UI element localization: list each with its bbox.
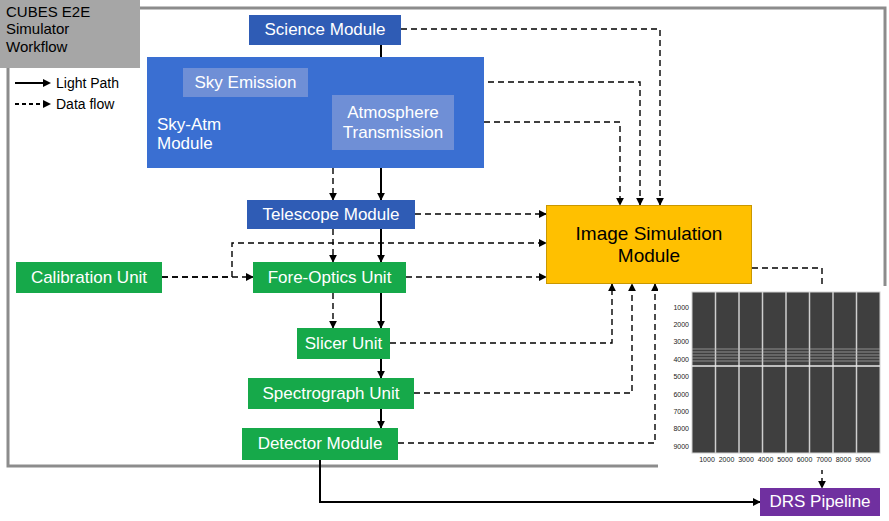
trace-line xyxy=(692,352,880,353)
box-label: CUBES E2E Simulator Workflow xyxy=(6,3,116,55)
slice-line xyxy=(762,292,764,453)
legend-arrow xyxy=(43,100,51,108)
box-label: Slicer Unit xyxy=(305,334,382,354)
y-tick-label: 3000 xyxy=(672,337,690,346)
legend-sample xyxy=(14,78,52,88)
y-tick-label: 4000 xyxy=(672,355,690,364)
trace-line xyxy=(692,365,880,367)
submodule-box: Atmosphere Transmission xyxy=(332,95,454,150)
box-label: Detector Module xyxy=(258,434,383,454)
y-tick-label: 2000 xyxy=(672,320,690,329)
slice-line xyxy=(856,292,858,453)
band-heading: Sky-Atm Module xyxy=(157,115,247,154)
slice-line xyxy=(715,292,717,453)
y-tick-label: 8000 xyxy=(672,424,690,433)
y-tick-label: 6000 xyxy=(672,390,690,399)
x-tick-label: 8000 xyxy=(835,455,853,464)
x-tick-label: 7000 xyxy=(815,455,833,464)
trace-line xyxy=(692,349,880,350)
unit-box: Slicer Unit xyxy=(297,328,390,359)
box-label: Science Module xyxy=(265,20,386,40)
box-label: DRS Pipeline xyxy=(769,492,870,512)
data-flow-arrow xyxy=(398,284,655,443)
y-tick-label: 7000 xyxy=(672,407,690,416)
y-tick-label: 5000 xyxy=(672,372,690,381)
data-flow-arrow xyxy=(332,168,333,200)
slice-line xyxy=(785,292,787,453)
legend-text: Data flow xyxy=(56,96,114,112)
y-tick-label: 1000 xyxy=(672,303,690,312)
legend-arrow xyxy=(43,79,51,87)
data-flow-arrow xyxy=(406,276,546,277)
light-path-arrow xyxy=(380,409,382,428)
module-band: Sky-Atm Module Sky EmissionAtmosphere Tra… xyxy=(147,57,484,168)
data-flow-arrow xyxy=(390,284,612,343)
slice-lines xyxy=(716,292,857,453)
box-label: Spectrograph Unit xyxy=(262,384,399,404)
box-label: Atmosphere Transmission xyxy=(338,103,448,142)
x-tick-label: 6000 xyxy=(796,455,814,464)
unit-box: Calibration Unit xyxy=(16,262,162,293)
data-flow-arrow xyxy=(332,229,333,262)
x-tick-label: 1000 xyxy=(698,455,716,464)
light-path-arrow xyxy=(380,293,382,328)
slice-line xyxy=(738,292,740,453)
simulation-box: Image Simulation Module xyxy=(546,205,752,284)
spectral-traces xyxy=(692,349,880,361)
legend-row: Light Path xyxy=(14,75,119,91)
legend-row: Data flow xyxy=(14,96,114,112)
light-path-arrow xyxy=(380,229,382,262)
unit-box: Fore-Optics Unit xyxy=(253,262,406,293)
data-flow-arrow xyxy=(414,284,632,393)
x-tick-label: 2000 xyxy=(718,455,736,464)
pipeline-box: DRS Pipeline xyxy=(760,488,880,516)
legend-line xyxy=(15,103,44,105)
trace-line xyxy=(692,358,880,359)
data-flow-arrow xyxy=(415,213,546,214)
unit-box: Spectrograph Unit xyxy=(248,378,414,409)
box-label: Fore-Optics Unit xyxy=(268,268,392,288)
workflow-frame xyxy=(8,8,885,466)
slice-line xyxy=(832,292,834,453)
legend-line xyxy=(15,82,44,84)
module-box: Telescope Module xyxy=(247,200,415,229)
data-flow-arrow xyxy=(332,293,333,328)
box-label: Telescope Module xyxy=(262,205,399,225)
module-box: Science Module xyxy=(249,15,401,45)
box-label: Image Simulation Module xyxy=(553,223,745,267)
submodule-box: Sky Emission xyxy=(183,68,308,97)
unit-box: Detector Module xyxy=(242,428,398,460)
box-label: Calibration Unit xyxy=(31,268,147,288)
image-panel xyxy=(692,292,880,453)
slice-line xyxy=(809,292,811,453)
title-box: CUBES E2E Simulator Workflow xyxy=(0,0,140,68)
trace-line xyxy=(692,361,880,362)
x-tick-label: 3000 xyxy=(737,455,755,464)
x-tick-label: 5000 xyxy=(776,455,794,464)
trace-line xyxy=(692,355,880,356)
light-path-arrow xyxy=(380,359,382,378)
x-tick-label: 4000 xyxy=(757,455,775,464)
legend-sample xyxy=(14,99,52,109)
x-tick-label: 9000 xyxy=(854,455,872,464)
box-label: Sky Emission xyxy=(194,73,296,93)
legend-text: Light Path xyxy=(56,75,119,91)
y-tick-label: 9000 xyxy=(672,442,690,451)
image-ground xyxy=(658,286,889,470)
